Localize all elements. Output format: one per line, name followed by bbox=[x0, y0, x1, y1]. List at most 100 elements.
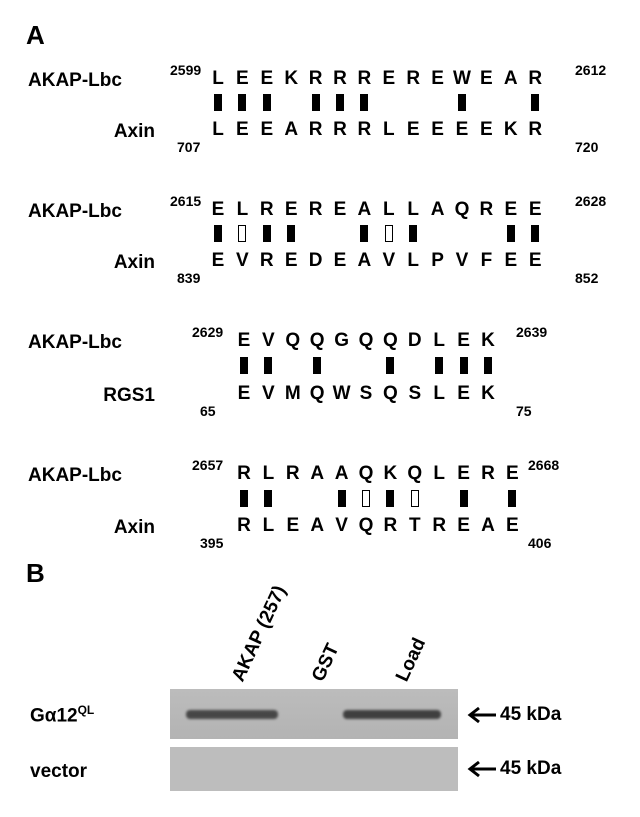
top-residue: E bbox=[211, 199, 225, 220]
top-residue: Q bbox=[358, 463, 374, 484]
bottom-residue: R bbox=[308, 119, 323, 140]
identity-mark bbox=[337, 490, 346, 507]
bottom-start-number: 65 bbox=[200, 403, 216, 419]
top-start-number: 2629 bbox=[192, 324, 224, 340]
bottom-residue: E bbox=[504, 250, 518, 271]
bottom-end-number: 720 bbox=[575, 139, 599, 155]
top-residue: E bbox=[382, 68, 396, 89]
top-residue: R bbox=[406, 68, 421, 89]
top-residue: Q bbox=[309, 330, 325, 351]
blot-row-label: Gα12QL bbox=[30, 703, 94, 727]
bottom-residue: E bbox=[457, 383, 470, 404]
bottom-start-number: 395 bbox=[200, 535, 224, 551]
top-residue: K bbox=[481, 330, 495, 351]
bottom-residue: L bbox=[382, 119, 395, 140]
bottom-residue: Q bbox=[358, 515, 374, 536]
bottom-residue: L bbox=[407, 250, 419, 271]
top-residue: G bbox=[334, 330, 349, 351]
bottom-residue: E bbox=[211, 250, 225, 271]
top-end-number: 2612 bbox=[575, 62, 607, 78]
identity-mark bbox=[386, 357, 395, 374]
lane-label: Load bbox=[392, 634, 431, 685]
bottom-residue: A bbox=[284, 119, 299, 140]
bottom-residue: V bbox=[335, 515, 348, 536]
bottom-residue: E bbox=[431, 119, 444, 140]
lane-label: GST bbox=[308, 640, 344, 685]
top-residue: A bbox=[357, 199, 372, 220]
bottom-residue: A bbox=[357, 250, 372, 271]
bottom-residue: E bbox=[457, 515, 470, 536]
top-residue: Q bbox=[383, 330, 398, 351]
top-residue: D bbox=[407, 330, 422, 351]
bottom-residue: S bbox=[408, 383, 422, 404]
bottom-residue: E bbox=[236, 119, 249, 140]
molecular-weight-label: 45 kDa bbox=[500, 758, 562, 779]
bottom-residue: L bbox=[212, 119, 224, 140]
top-residue: L bbox=[382, 199, 395, 220]
bottom-residue: R bbox=[357, 119, 372, 140]
top-end-number: 2628 bbox=[575, 193, 607, 209]
top-residue: R bbox=[259, 199, 274, 220]
bottom-residue: E bbox=[455, 119, 469, 140]
panel-b-label: B bbox=[26, 558, 45, 588]
top-residue: L bbox=[407, 199, 419, 220]
top-residue: E bbox=[457, 330, 470, 351]
arrow-left-icon bbox=[467, 706, 496, 724]
bottom-residue: E bbox=[286, 515, 300, 536]
identity-mark bbox=[214, 225, 222, 242]
top-residue: R bbox=[333, 68, 347, 89]
bottom-residue: R bbox=[259, 250, 274, 271]
top-seq-name: AKAP-Lbc bbox=[28, 70, 122, 91]
top-residue: E bbox=[504, 199, 518, 220]
bottom-end-number: 852 bbox=[575, 270, 599, 286]
top-residue: R bbox=[308, 199, 323, 220]
identity-mark bbox=[484, 357, 492, 374]
top-residue: A bbox=[310, 463, 325, 484]
bottom-residue: V bbox=[382, 250, 396, 271]
top-residue: E bbox=[237, 330, 251, 351]
bottom-residue: K bbox=[503, 119, 518, 140]
bottom-residue: E bbox=[260, 119, 274, 140]
identity-mark bbox=[409, 225, 418, 242]
bottom-residue: R bbox=[333, 119, 347, 140]
identity-mark bbox=[531, 225, 540, 242]
bottom-residue: E bbox=[333, 250, 347, 271]
identity-mark bbox=[311, 94, 320, 111]
bottom-residue: E bbox=[237, 383, 251, 404]
arrow-left-icon bbox=[467, 760, 496, 778]
bottom-seq-name: Axin bbox=[113, 252, 155, 273]
bottom-start-number: 707 bbox=[177, 139, 201, 155]
top-residue: R bbox=[285, 463, 300, 484]
top-end-number: 2668 bbox=[528, 457, 560, 473]
identity-mark bbox=[360, 225, 369, 242]
top-residue: E bbox=[260, 68, 274, 89]
identity-mark bbox=[262, 225, 271, 242]
identity-mark bbox=[459, 357, 468, 374]
bottom-residue: R bbox=[383, 515, 398, 536]
bottom-seq-name: RGS1 bbox=[103, 385, 155, 406]
top-residue: Q bbox=[285, 330, 301, 351]
identity-mark bbox=[214, 94, 222, 111]
blot-strip bbox=[170, 747, 458, 791]
top-residue: L bbox=[433, 463, 445, 484]
top-residue: A bbox=[334, 463, 349, 484]
similarity-mark bbox=[384, 225, 393, 242]
top-residue: V bbox=[262, 330, 275, 351]
protein-band bbox=[186, 710, 278, 719]
top-residue: E bbox=[506, 463, 519, 484]
top-residue: R bbox=[479, 199, 494, 220]
top-residue: Q bbox=[358, 330, 374, 351]
bottom-residue: V bbox=[455, 250, 469, 271]
top-residue: Q bbox=[407, 463, 423, 484]
identity-mark bbox=[531, 94, 540, 111]
bottom-residue: Q bbox=[309, 383, 325, 404]
identity-mark bbox=[313, 357, 322, 374]
top-residue: L bbox=[262, 463, 275, 484]
top-residue: R bbox=[528, 68, 543, 89]
top-residue: E bbox=[284, 199, 298, 220]
bottom-residue: M bbox=[284, 383, 301, 404]
bottom-residue: E bbox=[506, 515, 519, 536]
protein-band bbox=[343, 710, 441, 719]
identity-mark bbox=[506, 225, 515, 242]
top-residue: W bbox=[453, 68, 471, 89]
